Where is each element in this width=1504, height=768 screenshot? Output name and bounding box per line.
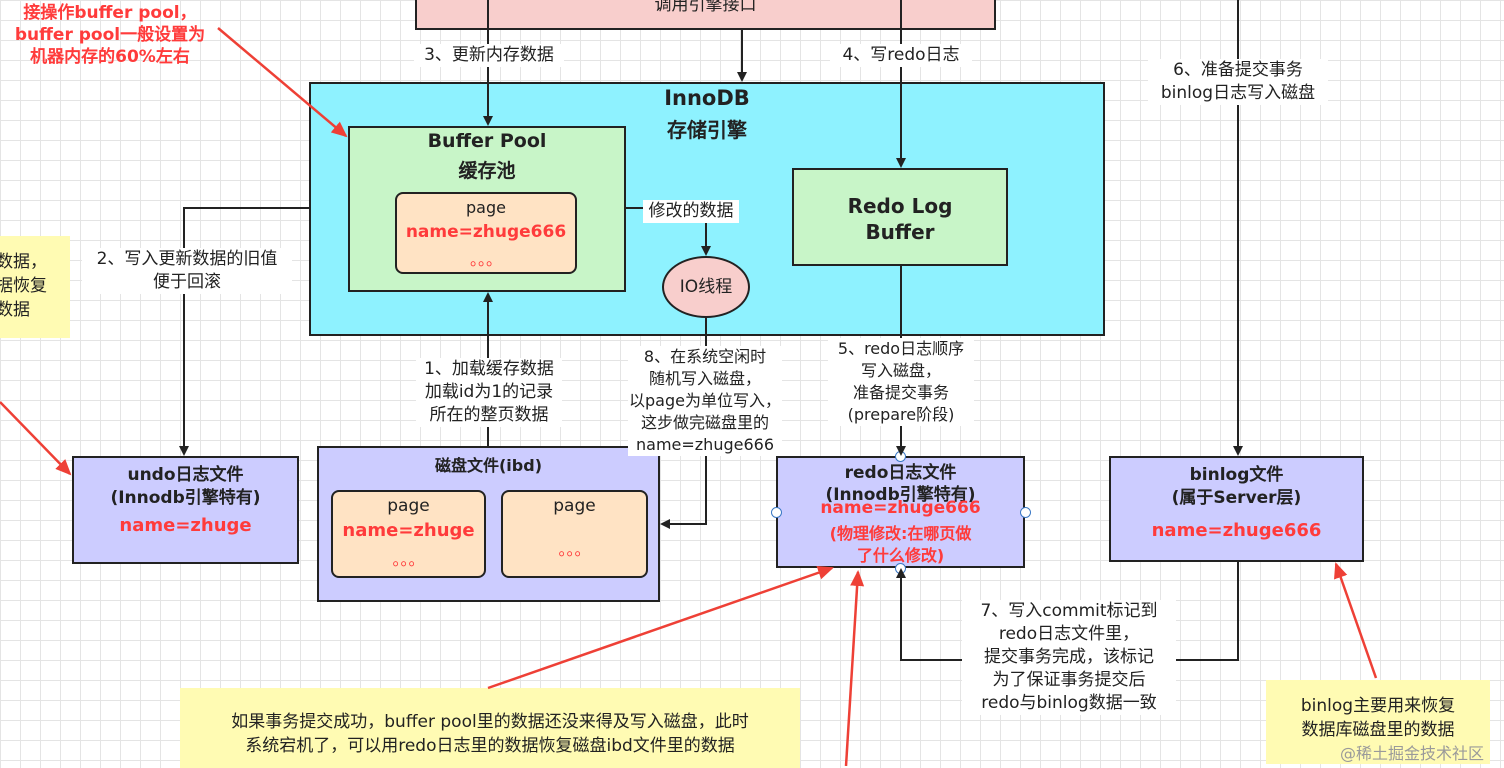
engine-interface-label: 调用引擎接口 (654, 0, 757, 15)
step6-line-1: 6、准备提交事务 (1173, 60, 1303, 80)
disk-page-2-title: page (553, 496, 596, 516)
redo-file-note-2: 了什么修改) (856, 546, 945, 565)
disk-page-1-dots: 。。。 (392, 550, 425, 569)
step5-label: 5、redo日志顺序 写入磁盘， 准备提交事务 (prepare阶段) (828, 338, 974, 426)
step8-label: 8、在系统空闲时 随机写入磁盘， 以page为单位写入， 这步做完磁盘里的 na… (628, 346, 782, 456)
disk-page-1-title: page (387, 496, 430, 516)
undo-subtitle: (Innodb引擎特有) (110, 488, 261, 508)
step7-line-1: 7、写入commit标记到 (980, 601, 1158, 621)
binlog-note-line-1: binlog主要用来恢复 (1300, 696, 1456, 716)
undo-log-file: undo日志文件 (Innodb引擎特有) name=zhuge (72, 456, 299, 564)
step1-line-3: 所在的整页数据 (429, 405, 549, 425)
red-arrow-recovery (844, 570, 865, 766)
step8-line-5: name=zhuge666 (636, 435, 774, 454)
innodb-subtitle: 存储引擎 (667, 118, 747, 142)
buffer-pool-page: page name=zhuge666 。。。 (395, 192, 577, 274)
binlog-title: binlog文件 (1189, 465, 1284, 485)
step8-line-3: 以page为单位写入， (629, 391, 781, 410)
disk-page-2-dots: 。。。 (558, 540, 591, 559)
step4-label: 4、写redo日志 (830, 44, 972, 67)
innodb-title: InnoDB (664, 86, 750, 110)
red-arrow-binlog-note (1334, 562, 1378, 679)
step5-line-2: 写入磁盘， (860, 361, 941, 380)
undo-value: name=zhuge (119, 515, 252, 536)
page-title: page (466, 198, 506, 217)
binlog-file: binlog文件 (属于Server层) name=zhuge666 (1109, 456, 1364, 562)
redo-file-value: name=zhuge666 (820, 498, 981, 518)
engine-interface-box: 调用引擎接口 (415, 0, 996, 30)
step5-line-3: 准备提交事务 (852, 383, 949, 402)
resize-handle-right[interactable] (1020, 507, 1031, 518)
disk-page-2: page 。。。 (501, 490, 648, 578)
annotation-line-3: 机器内存的60%左右 (30, 47, 190, 67)
binlog-note-line-2: 数据库磁盘里的数据 (1301, 720, 1455, 740)
step1-label: 1、加载缓存数据 加载id为1的记录 所在的整页数据 (416, 358, 562, 427)
step6-line-2: binlog日志写入磁盘 (1160, 83, 1316, 103)
annotation-line-2: buffer pool一般设置为 (14, 25, 206, 45)
bottom-note-line-1: 如果事务提交成功，buffer pool里的数据还没来得及写入磁盘，此时 (231, 712, 749, 732)
buffer-pool: Buffer Pool 缓存池 page name=zhuge666 。。。 (348, 126, 626, 292)
step8-line-1: 8、在系统空闲时 (643, 347, 767, 366)
bottom-note-line-2: 系统宕机了，可以用redo日志里的数据恢复磁盘ibd文件里的数据 (245, 736, 735, 756)
step5-line-1: 5、redo日志顺序 (837, 339, 965, 358)
buffer-pool-title: Buffer Pool (427, 130, 547, 152)
binlog-value: name=zhuge666 (1151, 520, 1322, 541)
undo-title: undo日志文件 (127, 465, 244, 485)
step2-label: 2、写入更新数据的旧值 便于回滚 (82, 248, 292, 294)
step8-line-2: 随机写入磁盘， (648, 369, 761, 388)
io-thread-label: IO线程 (679, 277, 733, 297)
disk-file-title: 磁盘文件(ibd) (434, 456, 543, 475)
left-note-line-1: 数据， (0, 252, 47, 272)
step1-line-2: 加载id为1的记录 (424, 382, 554, 402)
step6-label: 6、准备提交事务 binlog日志写入磁盘 (1148, 59, 1328, 105)
buffer-pool-annotation: 接操作buffer pool， buffer pool一般设置为 机器内存的60… (0, 2, 220, 68)
redo-log-buffer-line2: Buffer (865, 220, 935, 244)
redo-file-subtitle: (Innodb引擎特有) (825, 485, 976, 505)
disk-page-1: page name=zhuge 。。。 (331, 490, 486, 578)
step5-line-4: (prepare阶段) (847, 405, 955, 424)
watermark: @稀土掘金技术社区 (1340, 744, 1485, 763)
binlog-sticky-note: binlog主要用来恢复 数据库磁盘里的数据 (1266, 680, 1490, 764)
red-arrow-annotation (217, 27, 348, 138)
annotation-line-1: 接操作buffer pool， (23, 3, 197, 23)
binlog-subtitle: (属于Server层) (1171, 488, 1302, 508)
red-arrow-left-note (0, 401, 72, 476)
page-value: name=zhuge666 (405, 222, 567, 242)
arrow-step2 (179, 207, 309, 456)
redo-log-buffer-line1: Redo Log (847, 194, 953, 218)
resize-handle-left[interactable] (771, 507, 782, 518)
io-thread: IO线程 (662, 256, 750, 318)
step3-label: 3、更新内存数据 (414, 44, 564, 67)
disk-page-1-value: name=zhuge (342, 520, 475, 541)
buffer-pool-subtitle: 缓存池 (458, 160, 516, 182)
page-dots: 。。。 (469, 250, 502, 269)
redo-file-note-1: (物理修改:在哪页做 (829, 524, 972, 543)
redo-log-buffer: Redo Log Buffer (792, 168, 1008, 266)
step7-line-3: 提交事务完成，该标记 (984, 647, 1154, 667)
step7-label: 7、写入commit标记到 redo日志文件里， 提交事务完成，该标记 为了保证… (962, 600, 1176, 715)
bottom-sticky-note: 如果事务提交成功，buffer pool里的数据还没来得及写入磁盘，此时 系统宕… (180, 688, 800, 768)
redo-log-file[interactable]: redo日志文件 (Innodb引擎特有) name=zhuge666 (物理修… (776, 456, 1025, 568)
step2-line-1: 2、写入更新数据的旧值 (96, 249, 278, 269)
step1-line-1: 1、加载缓存数据 (424, 359, 554, 379)
left-note-line-2: 据恢复 (0, 276, 47, 296)
step7-line-4: 为了保证事务提交后 (992, 670, 1146, 690)
left-sticky-note: 数据， 据恢复 数据 (0, 236, 70, 338)
step7-line-2: redo日志文件里， (998, 624, 1140, 644)
modified-data-label: 修改的数据 (643, 200, 739, 223)
red-arrow-bottom-note (487, 566, 834, 690)
redo-file-title: redo日志文件 (844, 463, 957, 483)
disk-file-ibd: 磁盘文件(ibd) page name=zhuge 。。。 page 。。。 (317, 446, 660, 602)
left-note-line-3: 数据 (0, 300, 30, 320)
step2-line-2: 便于回滚 (153, 272, 221, 292)
step7-line-5: redo与binlog数据一致 (981, 693, 1157, 713)
step8-line-4: 这步做完磁盘里的 (640, 413, 769, 432)
